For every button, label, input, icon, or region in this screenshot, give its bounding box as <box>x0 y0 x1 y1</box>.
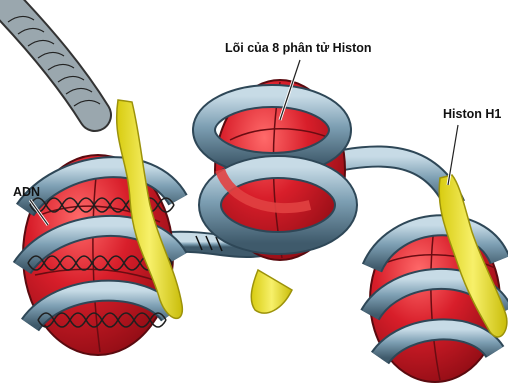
histone-core-label: Lõi của 8 phân tử Histon <box>225 41 372 55</box>
nucleosome-right <box>370 175 507 382</box>
nucleosome-middle <box>204 80 346 313</box>
dna-label: ADN <box>13 185 40 199</box>
histone-h1-label: Histon H1 <box>443 107 501 121</box>
nucleosome-left <box>22 100 182 355</box>
histone-h1-middle <box>251 270 292 313</box>
chromatin-fiber <box>8 8 100 115</box>
